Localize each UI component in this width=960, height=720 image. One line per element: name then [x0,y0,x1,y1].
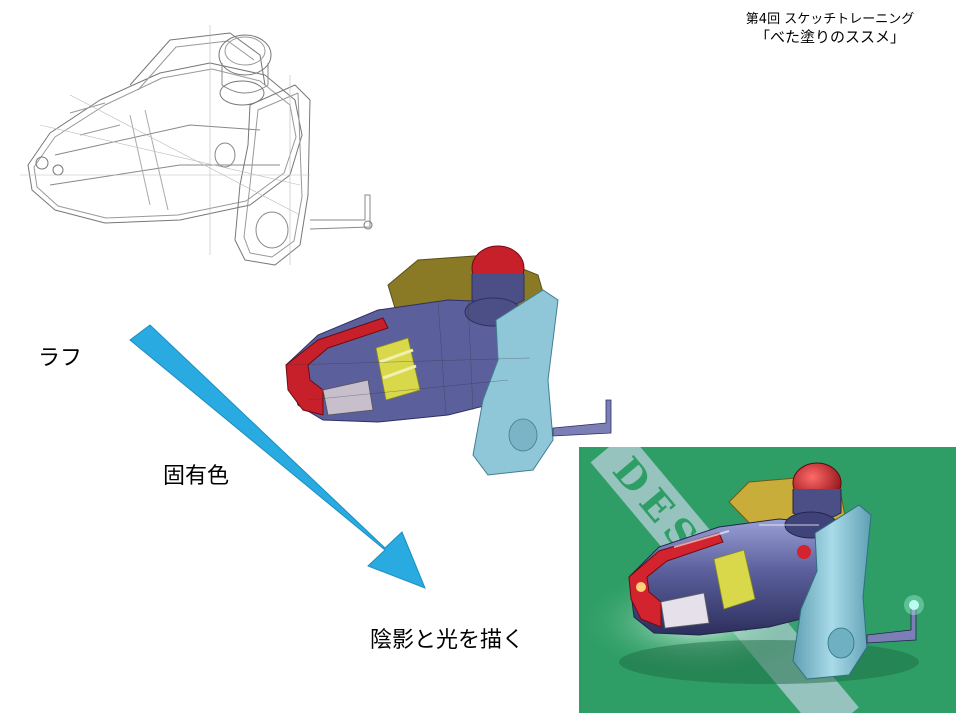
final-render-illustration: DESIGN [579,447,924,713]
stage-label-base-color: 固有色 [163,464,230,489]
stage-label-shading: 陰影と光を描く [370,628,525,653]
final-render-panel: DESIGN [579,447,956,713]
stage-label-rough: ラフ [38,346,83,371]
episode-subtitle: 第4回 スケッチトレーニング [745,12,915,27]
rough-sketch-illustration [20,25,373,266]
slide-header: 第4回 スケッチトレーニング 「べた塗りのススメ」 [720,12,940,47]
slide-title: 「べた塗りのススメ」 [754,28,905,47]
base-color-illustration [285,245,612,476]
progress-arrow [129,324,426,589]
